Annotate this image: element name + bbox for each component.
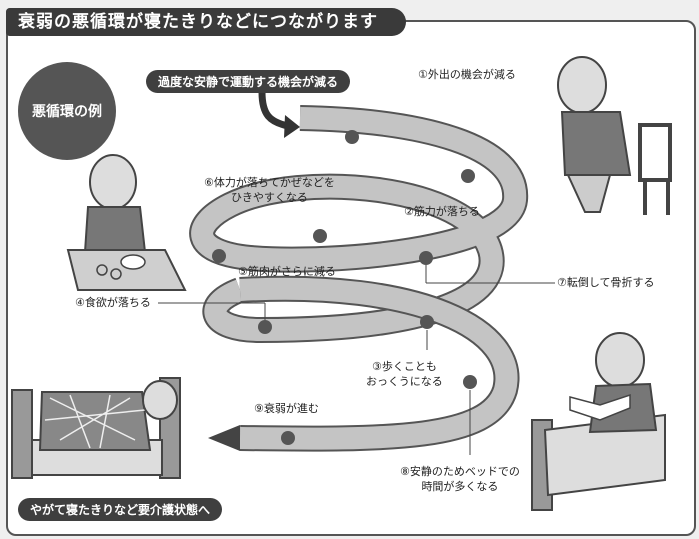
step-8-label: ⑧安静のためベッドでの 時間が多くなる [400, 465, 520, 495]
marker-step5 [212, 249, 226, 263]
step-6-label: ⑥体力が落ちてかぜなどを ひきやすくなる [204, 176, 335, 206]
step-6-line1: ⑥体力が落ちてかぜなどを [204, 176, 335, 189]
step-8-line2: 時間が多くなる [421, 479, 499, 493]
marker-step9 [281, 431, 295, 445]
step-2-label: ②筋力が落ちる [404, 205, 480, 218]
step-3-label: ③歩くことも おっくうになる [366, 360, 443, 390]
marker-step3 [420, 315, 434, 329]
leader-lines [158, 265, 555, 455]
spiral-ribbon [189, 105, 529, 452]
marker-step7 [419, 251, 433, 265]
step-1-label: ①外出の機会が減る [418, 68, 516, 81]
man-standing-up-illustration [557, 56, 672, 215]
bottom-caption: やがて寝たきりなど要介護状態へ [18, 498, 223, 521]
step-4-label: ④食欲が落ちる [75, 296, 151, 309]
person-reading-in-bed-illustration [531, 332, 666, 511]
entry-arrow-icon [258, 91, 289, 130]
top-caption: 過度な安静で運動する機会が減る [146, 70, 351, 93]
step-5-label: ⑤筋肉がさらに減る [238, 265, 336, 278]
step-7-label: ⑦転倒して骨折する [557, 276, 655, 289]
step-8-line1: ⑧安静のためベッドでの [400, 465, 520, 478]
bedridden-person-illustration [11, 377, 181, 479]
marker-step6 [313, 229, 327, 243]
exit-arrow-icon [208, 425, 240, 451]
marker-step1 [345, 130, 359, 144]
step-9-label: ⑨衰弱が進む [254, 402, 319, 415]
man-eating-illustration [66, 154, 187, 291]
step-3-line1: ③歩くことも [371, 360, 437, 373]
marker-step2 [461, 169, 475, 183]
step-6-line2: ひきやすくなる [230, 190, 308, 204]
step-markers [212, 130, 477, 445]
step-3-line2: おっくうになる [366, 374, 443, 388]
marker-step4 [258, 320, 272, 334]
marker-step8 [463, 375, 477, 389]
page-title: 衰弱の悪循環が寝たきりなどにつながります [6, 8, 406, 36]
example-badge: 悪循環の例 [18, 62, 116, 160]
